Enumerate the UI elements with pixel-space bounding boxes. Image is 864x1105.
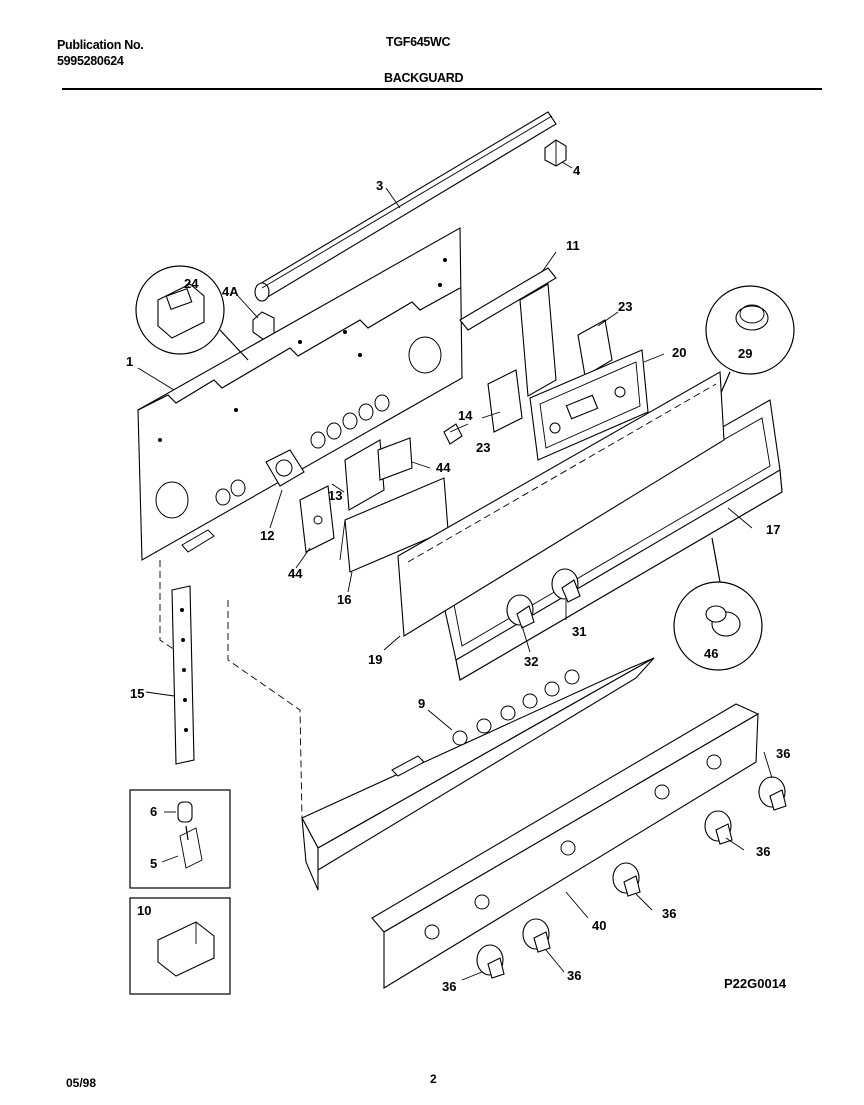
callout-4a: 4A xyxy=(222,284,239,299)
part-top-frame xyxy=(459,267,557,397)
part-rod xyxy=(254,111,557,302)
callout-29: 29 xyxy=(738,346,752,361)
callout-46: 46 xyxy=(704,646,718,661)
callout-11: 11 xyxy=(566,238,580,253)
callout-36-a: 36 xyxy=(776,746,790,761)
part-control-overlay xyxy=(529,349,649,461)
callout-36-d: 36 xyxy=(567,968,581,983)
callout-4: 4 xyxy=(573,163,581,178)
part-bracket-lower xyxy=(487,369,523,433)
part-backguard-panel xyxy=(137,227,463,561)
callout-6: 6 xyxy=(150,804,157,819)
callout-40: 40 xyxy=(592,918,606,933)
callout-3: 3 xyxy=(376,178,383,193)
callout-23-upper: 23 xyxy=(618,299,632,314)
part-lower-panel xyxy=(371,703,760,989)
part-clip xyxy=(544,139,567,167)
part-knob-36a xyxy=(758,776,787,811)
section-title: BACKGUARD xyxy=(384,71,464,85)
part-knob-32 xyxy=(506,594,535,629)
footer-date: 05/98 xyxy=(66,1076,97,1090)
callout-12: 12 xyxy=(260,528,274,543)
callout-17: 17 xyxy=(766,522,780,537)
part-knob-31 xyxy=(551,568,581,603)
publication-number: 5995280624 xyxy=(57,54,124,68)
callout-32: 32 xyxy=(524,654,538,669)
callout-31: 31 xyxy=(572,624,586,639)
callout-15: 15 xyxy=(130,686,144,701)
callout-1: 1 xyxy=(126,354,133,369)
callout-24: 24 xyxy=(184,276,199,291)
callout-19: 19 xyxy=(368,652,382,667)
part-manifold-panel xyxy=(301,657,655,891)
part-panel-backing xyxy=(397,371,725,637)
part-bracket-44-lower xyxy=(299,485,335,553)
callout-23-lower: 23 xyxy=(476,440,490,455)
inset-knob-46 xyxy=(673,537,763,671)
part-switch xyxy=(443,423,463,445)
leader-lines xyxy=(137,161,773,981)
part-knob-36e xyxy=(476,944,505,979)
part-bracket-upper xyxy=(577,319,613,377)
assembly-line-strap xyxy=(159,560,176,651)
part-knob-36d xyxy=(522,918,551,953)
callout-5: 5 xyxy=(150,856,157,871)
part-knob-36b xyxy=(704,810,733,845)
part-knob-36c xyxy=(612,862,641,897)
callout-36-b: 36 xyxy=(756,844,770,859)
inset-rocker-switch xyxy=(135,265,249,361)
callout-36-c: 36 xyxy=(662,906,676,921)
callout-10: 10 xyxy=(137,903,151,918)
callout-13: 13 xyxy=(328,488,342,503)
part-bracket-13 xyxy=(344,439,385,511)
callout-20: 20 xyxy=(672,345,686,360)
callout-44-upper: 44 xyxy=(436,460,451,475)
callout-36-e: 36 xyxy=(442,979,456,994)
assembly-line-left xyxy=(227,600,303,819)
model-number: TGF645WC xyxy=(386,35,451,49)
publication-label: Publication No. xyxy=(57,38,144,52)
footer-page-number: 2 xyxy=(430,1072,437,1086)
part-bracket-44-upper xyxy=(377,437,413,481)
callout-16: 16 xyxy=(337,592,351,607)
diagram-code: P22G0014 xyxy=(724,976,787,991)
callout-14: 14 xyxy=(458,408,473,423)
callout-44-lower: 44 xyxy=(288,566,303,581)
part-strap xyxy=(171,585,195,765)
header-rule xyxy=(62,88,822,90)
part-clock xyxy=(265,449,305,487)
callout-9: 9 xyxy=(418,696,425,711)
inset-box-transformer xyxy=(129,897,231,995)
inset-box-ignitor xyxy=(129,789,231,889)
